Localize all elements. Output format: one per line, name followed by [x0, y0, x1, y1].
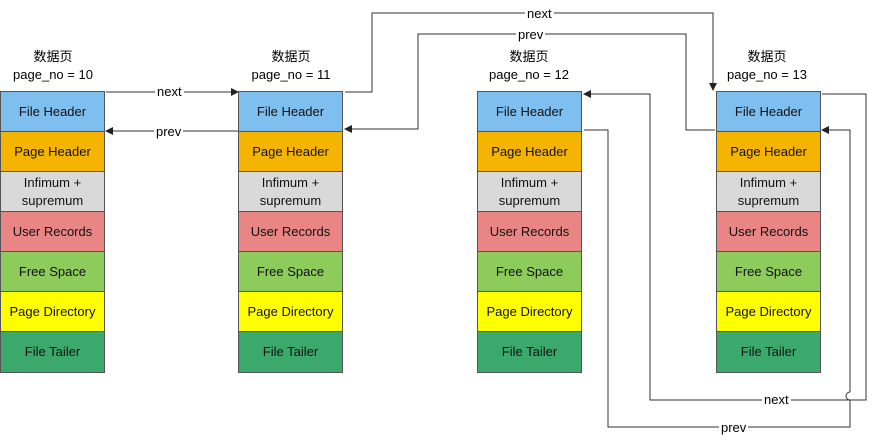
free-space-segment: Free Space	[717, 252, 820, 292]
arrow-p12-prev-p13-end	[821, 126, 851, 392]
file-tailer-segment: File Tailer	[1, 332, 104, 372]
user-records-segment: User Records	[717, 212, 820, 252]
edge-label-next: next	[155, 84, 184, 99]
infimum-supremum-segment: Infimum + supremum	[1, 172, 104, 212]
edge-label-prev: prev	[719, 420, 749, 435]
arrow-p12-prev-p13-hop	[845, 391, 851, 401]
arrow-p12-prev-p13	[584, 129, 851, 428]
file-tailer-segment: File Tailer	[478, 332, 581, 372]
page-title: 数据页	[271, 49, 311, 64]
edge-label-next: next	[525, 6, 554, 21]
page-header-segment: Page Header	[1, 132, 104, 172]
page-number: page_no = 10	[13, 67, 93, 82]
file-tailer-segment: File Tailer	[239, 332, 342, 372]
page-number: page_no = 13	[727, 67, 807, 82]
page-header-segment: Page Header	[478, 132, 581, 172]
edge-label-prev: prev	[516, 27, 546, 42]
page-label-10: 数据页 page_no = 10	[0, 48, 123, 84]
page-number: page_no = 12	[489, 67, 569, 82]
page-title: 数据页	[747, 49, 787, 64]
page-directory-segment: Page Directory	[717, 292, 820, 332]
page-directory-segment: Page Directory	[239, 292, 342, 332]
page-directory-segment: Page Directory	[1, 292, 104, 332]
edge-label-prev: prev	[154, 124, 184, 139]
arrow-p13-next-p12	[583, 90, 867, 401]
free-space-segment: Free Space	[478, 252, 581, 292]
file-header-segment: File Header	[239, 92, 342, 132]
user-records-segment: User Records	[478, 212, 581, 252]
infimum-supremum-segment: Infimum + supremum	[717, 172, 820, 212]
free-space-segment: Free Space	[1, 252, 104, 292]
page-number: page_no = 11	[251, 67, 331, 82]
page-header-segment: Page Header	[239, 132, 342, 172]
arrow-p13-prev-p11	[344, 33, 715, 133]
user-records-segment: User Records	[1, 212, 104, 252]
infimum-supremum-segment: Infimum + supremum	[239, 172, 342, 212]
page-label-12: 数据页 page_no = 12	[459, 48, 599, 84]
file-tailer-segment: File Tailer	[717, 332, 820, 372]
page-title: 数据页	[509, 49, 549, 64]
user-records-segment: User Records	[239, 212, 342, 252]
free-space-segment: Free Space	[239, 252, 342, 292]
arrow-p11-next-p13	[345, 12, 717, 93]
page-header-segment: Page Header	[717, 132, 820, 172]
page-label-11: 数据页 page_no = 11	[221, 48, 361, 84]
infimum-supremum-segment: Infimum + supremum	[478, 172, 581, 212]
page-label-13: 数据页 page_no = 13	[697, 48, 837, 84]
file-header-segment: File Header	[1, 92, 104, 132]
file-header-segment: File Header	[717, 92, 820, 132]
page-directory-segment: Page Directory	[478, 292, 581, 332]
edge-label-next: next	[762, 392, 791, 407]
file-header-segment: File Header	[478, 92, 581, 132]
page-title: 数据页	[33, 49, 73, 64]
